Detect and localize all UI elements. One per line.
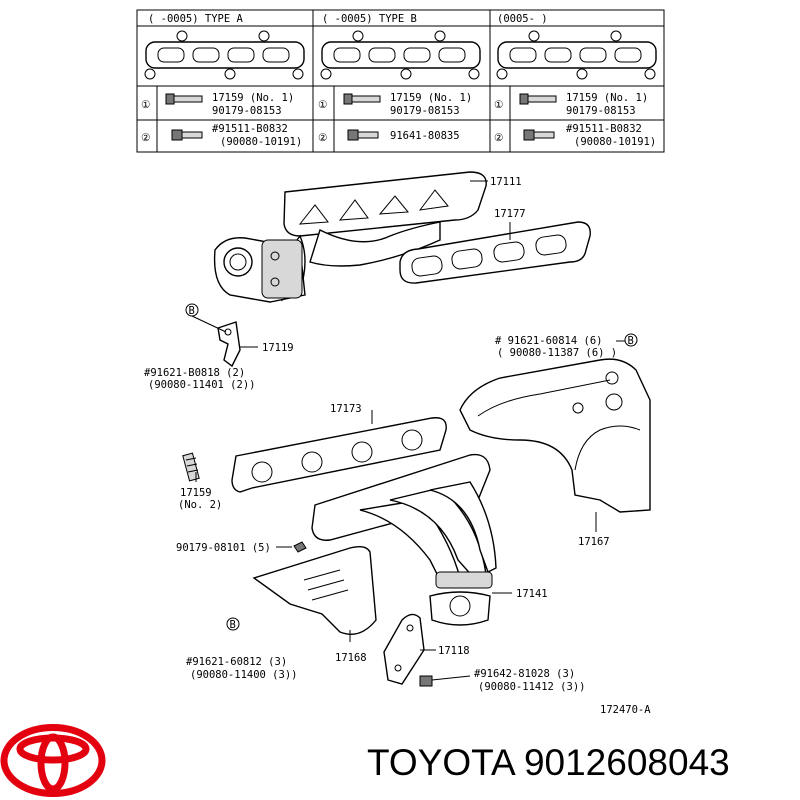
cell-text: 90179-08153 [212,105,282,117]
reference-marker-b: B [616,333,638,347]
row-marker-1: ① [318,99,328,111]
part-number: 9012608043 [523,742,730,783]
cell-text: 90179-08153 [390,105,460,117]
nut-90179-08101 [293,541,307,553]
stud-icon [343,93,381,105]
part-label-17159-note: (No. 2) [178,499,222,511]
svg-text:B: B [628,335,634,347]
cell-text: #91511-B0832 [212,123,288,135]
cell-text: (90080-10191) [220,136,302,148]
row-marker-2: ② [494,132,504,144]
part-label-17167: 17167 [578,536,610,548]
cell-text: 17159 (No. 1) [212,92,294,104]
gasket-thumbnail-2005-on [496,30,657,80]
part-label-17141: 17141 [516,588,548,600]
svg-text:B: B [189,305,195,317]
nut-label: 90179-08101 (5) [176,542,271,554]
part-label-17119: 17119 [262,342,294,354]
exhaust-manifold-17111 [213,171,487,303]
cell-text: #91511-B0832 [566,123,642,135]
bolt-label: (90080-11412 (3)) [478,681,585,693]
table-header-type-a: ( -0005) TYPE A [148,13,244,25]
part-label-17118: 17118 [438,645,470,657]
part-label-17111: 17111 [490,176,522,188]
row-marker-2: ② [318,132,328,144]
reference-marker-b: B [226,617,240,631]
stud-icon [165,93,203,105]
reference-marker-b: B [185,303,199,317]
figure-code: 172470-A [600,704,651,716]
bolt-label: (90080-11401 (2)) [148,379,255,391]
leader-lines [195,180,597,681]
stud-17159 [182,452,200,482]
row-marker-2: ② [141,132,151,144]
cell-text: 90179-08153 [566,105,636,117]
exhaust-manifold-gasket-17177 [399,221,591,284]
cell-text: 17159 (No. 1) [390,92,472,104]
table-header-type-b: ( -0005) TYPE B [322,13,417,25]
exhaust-manifold-gasket-17173 [231,417,447,493]
brand-name: TOYOTA [367,742,514,783]
bolt-icon [523,129,555,141]
bolt-label: #91621-B0818 (2) [144,367,245,379]
part-label-17173: 17173 [330,403,362,415]
row-marker-1: ① [141,99,151,111]
bracket-17119 [191,315,241,368]
bolt-label: #91642-81028 (3) [474,668,575,680]
bracket-17118 [383,613,433,687]
cell-text: 91641-80835 [390,130,460,142]
product-caption: TOYOTA 9012608043 [367,738,797,788]
bolt-label: #91621-60812 (3) [186,656,287,668]
part-label-17159: 17159 [180,487,212,499]
bolt-label: # 91621-60814 (6) [495,335,602,347]
gasket-thumbnail-type-a [144,30,305,80]
bolt-label: ( 90080-11387 (6) ) [497,347,617,359]
heat-insulator-17168 [252,545,377,635]
bolt-icon [171,129,203,141]
bolt-label: (90080-11400 (3)) [190,669,297,681]
part-label-17168: 17168 [335,652,367,664]
cell-text: 17159 (No. 1) [566,92,648,104]
heat-insulator-17167 [459,358,651,513]
application-table: ( -0005) TYPE A ( -0005) TYPE B (0005- ) [136,9,665,153]
gasket-thumbnail-type-b [320,30,481,80]
toyota-logo-icon [0,724,106,797]
row-marker-1: ① [494,99,504,111]
bolt-icon [347,129,379,141]
svg-text:B: B [230,619,236,631]
exhaust-manifold-17141 [311,453,497,626]
cell-text: (90080-10191) [574,136,656,148]
part-label-17177: 17177 [494,208,526,220]
stud-icon [519,93,557,105]
table-header-2005-on: (0005- ) [497,13,548,25]
